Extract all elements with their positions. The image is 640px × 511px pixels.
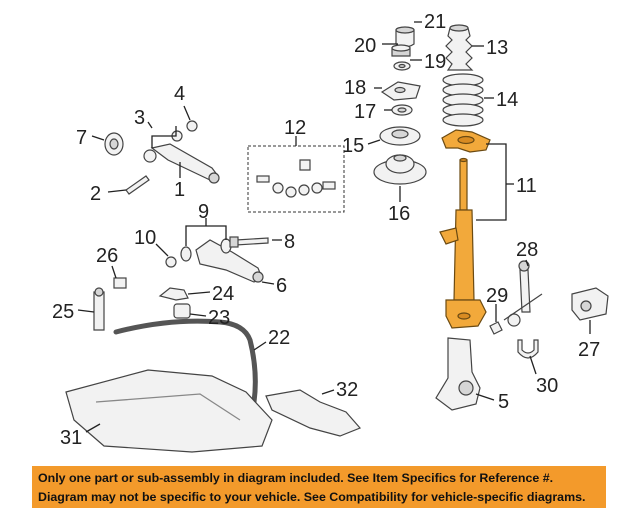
suspension-parts-diagram: 21 20 19 13 18 14 17 15 11 16 12 4 3 7 2… xyxy=(52,11,609,453)
callout-labels: 21 20 19 13 18 14 17 15 11 16 12 4 3 7 2… xyxy=(52,11,600,449)
leader-lines xyxy=(77,21,591,433)
callout-31: 31 xyxy=(60,427,82,449)
part-21-bump-stop xyxy=(395,26,415,48)
part-7-washer xyxy=(104,132,124,156)
callout-16: 16 xyxy=(388,203,410,225)
part-5-steering-knuckle xyxy=(435,337,481,411)
callout-5: 5 xyxy=(498,391,509,413)
disclaimer-banner: Only one part or sub-assembly in diagram… xyxy=(32,466,606,508)
part-3-bushing xyxy=(143,149,157,163)
callout-15: 15 xyxy=(342,135,364,157)
disclaimer-line-1: Only one part or sub-assembly in diagram… xyxy=(38,471,554,485)
part-12-hardware-kit xyxy=(247,145,345,213)
callout-29: 29 xyxy=(486,285,508,307)
part-28-link xyxy=(503,260,543,327)
part-30-u-clamp xyxy=(517,339,539,359)
callout-19: 19 xyxy=(424,51,446,73)
part-6-lower-control-arm xyxy=(195,239,264,283)
callout-1: 1 xyxy=(174,179,185,201)
part-29-bolt xyxy=(489,321,503,335)
callout-30: 30 xyxy=(536,375,558,397)
callout-4: 4 xyxy=(174,83,185,105)
callout-17: 17 xyxy=(354,101,376,123)
callout-10: 10 xyxy=(134,227,156,249)
part-23-bushing xyxy=(173,303,191,319)
callout-12: 12 xyxy=(284,117,306,139)
part-2-bolt xyxy=(125,175,150,195)
callout-21: 21 xyxy=(424,11,446,33)
part-31-skid-plate xyxy=(65,369,273,453)
callout-24: 24 xyxy=(212,283,234,305)
callout-6: 6 xyxy=(276,275,287,297)
callout-25: 25 xyxy=(52,301,74,323)
callout-26: 26 xyxy=(96,245,118,267)
part-1-upper-control-arm xyxy=(150,130,220,184)
callout-27: 27 xyxy=(578,339,600,361)
callout-28: 28 xyxy=(516,239,538,261)
part-27-bracket xyxy=(571,287,609,321)
callout-14: 14 xyxy=(496,89,518,111)
part-20-nut xyxy=(391,44,411,57)
disclaimer-line-2: Diagram may not be specific to your vehi… xyxy=(38,490,586,504)
part-26-nut xyxy=(113,277,127,289)
part-22-stabilizer-bar xyxy=(113,318,258,405)
part-15-spring-seat xyxy=(379,126,421,146)
part-9-bushings xyxy=(180,238,232,262)
callout-7: 7 xyxy=(76,127,87,149)
callout-3: 3 xyxy=(134,107,145,129)
part-19-washer xyxy=(393,61,411,71)
part-25-link xyxy=(93,287,105,331)
part-32-bracket xyxy=(265,389,362,437)
callout-2: 2 xyxy=(90,183,101,205)
part-4-nut xyxy=(186,120,198,132)
callout-9: 9 xyxy=(198,201,209,223)
callout-13: 13 xyxy=(486,37,508,59)
part-10-nut xyxy=(165,256,177,268)
callout-8: 8 xyxy=(284,231,295,253)
part-8-bolt xyxy=(229,236,269,248)
part-16-strut-mount xyxy=(373,154,427,185)
part-13-dust-boot xyxy=(445,24,474,71)
callout-32: 32 xyxy=(336,379,358,401)
callout-23: 23 xyxy=(208,307,230,329)
part-24-clamp xyxy=(158,287,189,301)
callout-22: 22 xyxy=(268,327,290,349)
callout-11: 11 xyxy=(516,175,537,197)
part-17-bearing xyxy=(391,104,413,116)
part-11-strut-assembly xyxy=(439,129,491,329)
callout-18: 18 xyxy=(344,77,366,99)
part-14-coil-spring xyxy=(442,73,484,127)
part-18-upper-mount xyxy=(380,81,421,101)
callout-20: 20 xyxy=(354,35,376,57)
